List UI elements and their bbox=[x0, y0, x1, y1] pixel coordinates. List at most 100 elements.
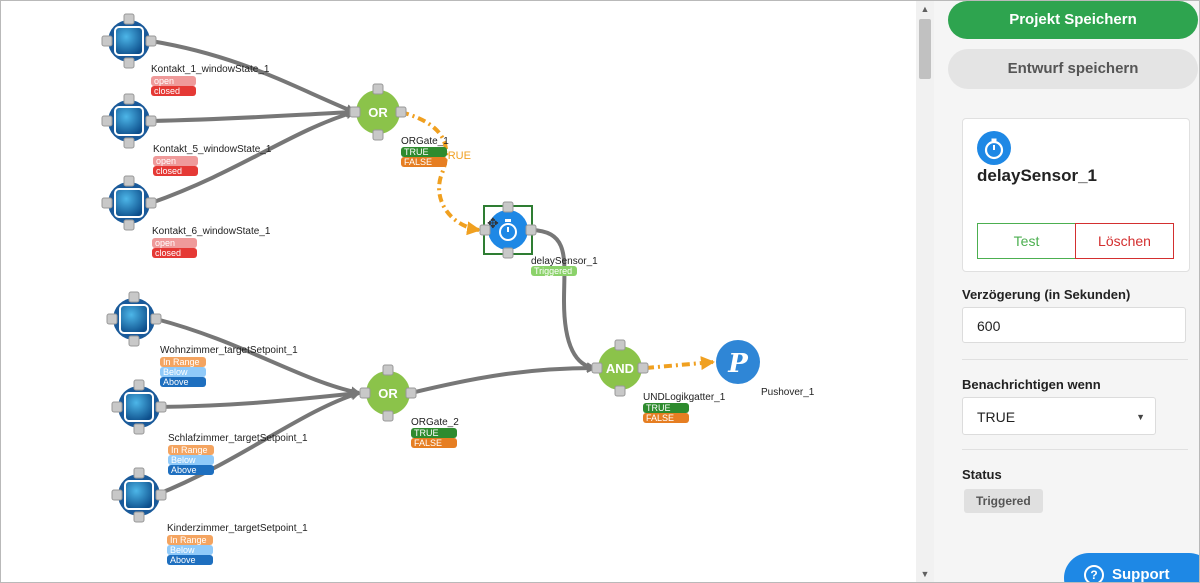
save-project-button[interactable]: Projekt Speichern bbox=[948, 1, 1198, 39]
port-handle[interactable] bbox=[591, 362, 603, 374]
state-pill-label: FALSE bbox=[414, 438, 442, 448]
save-draft-button[interactable]: Entwurf speichern bbox=[948, 49, 1198, 89]
port-handle[interactable] bbox=[106, 313, 118, 325]
port-handle[interactable] bbox=[349, 106, 361, 118]
port-handle[interactable] bbox=[359, 387, 371, 399]
port-handle[interactable] bbox=[372, 129, 384, 141]
port-handle[interactable] bbox=[128, 335, 140, 347]
port-handle[interactable] bbox=[637, 362, 649, 374]
port-handle[interactable] bbox=[123, 93, 135, 105]
test-button[interactable]: Test bbox=[977, 223, 1076, 259]
port-handle[interactable] bbox=[111, 489, 123, 501]
gate-symbol: OR bbox=[378, 386, 398, 401]
state-pill-label: TRUE bbox=[646, 403, 671, 413]
port-handle[interactable] bbox=[145, 115, 157, 127]
active-edge bbox=[400, 110, 481, 236]
scroll-thumb[interactable] bbox=[919, 19, 931, 79]
state-pill bbox=[151, 76, 196, 86]
properties-panel: Projekt Speichern Entwurf speichern dela… bbox=[934, 1, 1199, 582]
support-label: Support bbox=[1112, 566, 1170, 583]
node-detail-card: delaySensor_1 Test Löschen bbox=[962, 118, 1190, 272]
port-handle[interactable] bbox=[382, 410, 394, 422]
notify-select[interactable]: TRUE ▼ bbox=[962, 397, 1156, 435]
port-handle[interactable] bbox=[128, 291, 140, 303]
window-sensor-icon bbox=[124, 392, 154, 422]
port-handle[interactable] bbox=[123, 137, 135, 149]
port-handle[interactable] bbox=[133, 379, 145, 391]
port-handle[interactable] bbox=[479, 224, 491, 236]
port-handle[interactable] bbox=[101, 115, 113, 127]
state-pill-label: TRUE bbox=[414, 428, 439, 438]
port-handle[interactable] bbox=[123, 13, 135, 25]
port-handle[interactable] bbox=[382, 364, 394, 376]
stopwatch-face bbox=[499, 223, 517, 241]
window-sensor-icon bbox=[119, 304, 149, 334]
port-handle[interactable] bbox=[502, 201, 514, 213]
state-pill bbox=[153, 156, 198, 166]
divider bbox=[962, 359, 1188, 360]
sensor-node[interactable]: Schlafzimmer_targetSetpoint_1In RangeBel… bbox=[111, 379, 308, 475]
port-handle[interactable] bbox=[101, 197, 113, 209]
port-handle[interactable] bbox=[155, 489, 167, 501]
port-handle[interactable] bbox=[395, 106, 407, 118]
port-handle[interactable] bbox=[101, 35, 113, 47]
canvas-scrollbar[interactable]: ▲ ▼ bbox=[916, 1, 934, 582]
port-handle[interactable] bbox=[145, 35, 157, 47]
node-label: Kontakt_1_windowState_1 bbox=[151, 64, 270, 75]
state-pill bbox=[168, 455, 214, 465]
port-handle[interactable] bbox=[133, 423, 145, 435]
state-pill-label: Above bbox=[170, 555, 196, 565]
sensor-node[interactable]: Kinderzimmer_targetSetpoint_1In RangeBel… bbox=[111, 467, 308, 565]
delete-button[interactable]: Löschen bbox=[1075, 223, 1174, 259]
state-pill bbox=[160, 377, 206, 387]
port-handle[interactable] bbox=[155, 401, 167, 413]
state-pill-label: Below bbox=[170, 545, 195, 555]
gate-circle bbox=[598, 346, 642, 390]
window-sensor-icon bbox=[114, 106, 144, 136]
port-handle[interactable] bbox=[405, 387, 417, 399]
delay-input[interactable]: 600 bbox=[962, 307, 1186, 343]
divider bbox=[962, 449, 1188, 450]
port-handle[interactable] bbox=[123, 175, 135, 187]
active-edge bbox=[645, 356, 715, 371]
port-handle[interactable] bbox=[502, 247, 514, 259]
node-label: Kontakt_6_windowState_1 bbox=[152, 226, 271, 237]
port-handle[interactable] bbox=[111, 401, 123, 413]
status-badge: Triggered bbox=[964, 489, 1043, 513]
support-button[interactable]: ? Support bbox=[1064, 553, 1199, 583]
port-handle[interactable] bbox=[372, 83, 384, 95]
state-pill-label: open bbox=[154, 76, 174, 86]
state-pill-label: In Range bbox=[171, 445, 208, 455]
scroll-up-icon[interactable]: ▲ bbox=[920, 4, 930, 14]
edge bbox=[155, 390, 361, 497]
edge bbox=[150, 39, 356, 114]
port-handle[interactable] bbox=[614, 339, 626, 351]
port-handle[interactable] bbox=[133, 511, 145, 523]
port-handle[interactable] bbox=[123, 219, 135, 231]
port-handle[interactable] bbox=[145, 197, 157, 209]
flow-graph[interactable]: TRUE Kontakt_1_windowState_1openclosedKo… bbox=[1, 1, 916, 582]
state-pill bbox=[643, 403, 689, 413]
edge bbox=[155, 388, 361, 409]
state-pill bbox=[168, 465, 214, 475]
port-handle[interactable] bbox=[133, 467, 145, 479]
state-pill bbox=[152, 238, 197, 248]
port-handle[interactable] bbox=[614, 385, 626, 397]
gate-symbol: OR bbox=[368, 105, 388, 120]
port-handle[interactable] bbox=[150, 313, 162, 325]
port-handle[interactable] bbox=[123, 57, 135, 69]
node-label: Pushover_1 bbox=[761, 387, 815, 398]
port-handle[interactable] bbox=[525, 224, 537, 236]
state-pill bbox=[160, 367, 206, 377]
sensor-node[interactable]: Wohnzimmer_targetSetpoint_1In RangeBelow… bbox=[106, 291, 298, 387]
scroll-down-icon[interactable]: ▼ bbox=[920, 569, 930, 579]
